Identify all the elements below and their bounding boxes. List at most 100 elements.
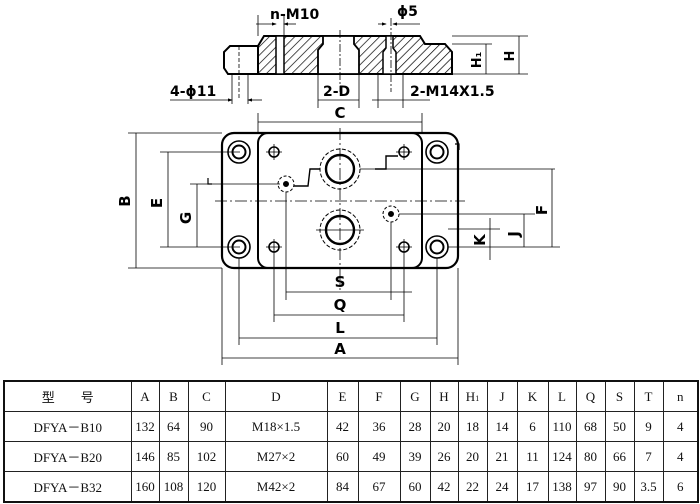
label-e: E bbox=[148, 198, 166, 208]
value-cell: M18×1.5 bbox=[224, 411, 328, 442]
label-2-d: 2-D bbox=[323, 84, 350, 100]
label-a: A bbox=[334, 340, 346, 358]
header-q: Q bbox=[575, 380, 606, 412]
header-s: S bbox=[604, 380, 635, 412]
label-phi5: ϕ5 bbox=[397, 4, 418, 20]
label-h: H bbox=[503, 51, 518, 62]
header-j: J bbox=[486, 380, 518, 412]
label-t: T bbox=[0, 0, 1, 1]
value-cell: 64 bbox=[158, 411, 189, 442]
value-cell: 146 bbox=[130, 441, 160, 472]
value-cell: 36 bbox=[357, 411, 401, 442]
value-cell: 66 bbox=[604, 441, 635, 472]
value-cell: 132 bbox=[130, 411, 160, 442]
label-g: G bbox=[177, 212, 195, 224]
model-cell: DFYA－B10 bbox=[3, 411, 132, 442]
section-bolt-hole bbox=[275, 35, 285, 75]
label-f: F bbox=[533, 205, 551, 215]
section-pin-hole bbox=[382, 35, 397, 75]
header-g: G bbox=[399, 380, 431, 412]
table-header-row: 型 号 A B C D E F G H H1 J K L Q S T n bbox=[3, 380, 699, 412]
value-cell: 17 bbox=[516, 471, 549, 503]
value-cell: 20 bbox=[429, 411, 459, 442]
value-cell: 110 bbox=[547, 411, 577, 442]
value-cell: 85 bbox=[158, 441, 189, 472]
header-l: L bbox=[547, 380, 577, 412]
value-cell: 14 bbox=[486, 411, 518, 442]
label-b: B bbox=[116, 195, 134, 206]
value-cell: 68 bbox=[575, 411, 606, 442]
value-cell: 11 bbox=[516, 441, 549, 472]
value-cell: 6 bbox=[516, 411, 549, 442]
header-model: 型 号 bbox=[3, 380, 132, 412]
header-k: K bbox=[516, 380, 549, 412]
value-cell: 9 bbox=[633, 411, 664, 442]
value-cell: 24 bbox=[486, 471, 518, 503]
value-cell: 49 bbox=[357, 441, 401, 472]
value-cell: 108 bbox=[158, 471, 189, 503]
model-cell: DFYA－B32 bbox=[3, 471, 132, 503]
header-h1-main: H bbox=[465, 388, 476, 404]
value-cell: 6 bbox=[662, 471, 699, 503]
value-cell: 90 bbox=[604, 471, 635, 503]
header-a: A bbox=[130, 380, 160, 412]
header-n: n bbox=[662, 380, 699, 412]
value-cell: 90 bbox=[187, 411, 226, 442]
value-cell: 124 bbox=[547, 441, 577, 472]
model-cell: DFYA－B20 bbox=[3, 441, 132, 472]
value-cell: M27×2 bbox=[224, 441, 328, 472]
header-c: C bbox=[187, 380, 226, 412]
valve-bolt-holes bbox=[266, 144, 412, 255]
header-t: T bbox=[633, 380, 664, 412]
label-4-phi11: 4-ϕ11 bbox=[170, 84, 216, 100]
label-2-m14: 2-M14X1.5 bbox=[410, 84, 495, 100]
value-cell: 7 bbox=[633, 441, 664, 472]
value-cell: 160 bbox=[130, 471, 160, 503]
value-cell: 42 bbox=[429, 471, 459, 503]
label-l: L bbox=[335, 319, 345, 337]
value-cell: 20 bbox=[457, 441, 488, 472]
header-h: H bbox=[429, 380, 459, 412]
value-cell: 138 bbox=[547, 471, 577, 503]
value-cell: 4 bbox=[662, 441, 699, 472]
value-cell: 26 bbox=[429, 441, 459, 472]
label-k: K bbox=[471, 233, 489, 246]
value-cell: 50 bbox=[604, 411, 635, 442]
spec-table: 型 号 A B C D E F G H H1 J K L Q S T n DFY… bbox=[3, 380, 699, 503]
technical-drawing: n-M10 ϕ5 4-ϕ11 2-D 2-M14X1.5 H₁ H bbox=[0, 0, 560, 365]
header-h1: H1 bbox=[457, 380, 488, 412]
label-n-m10: n-M10 bbox=[270, 7, 319, 23]
label-s: S bbox=[335, 273, 346, 291]
section-view bbox=[170, 15, 528, 108]
value-cell: 22 bbox=[457, 471, 488, 503]
value-cell: 102 bbox=[187, 441, 226, 472]
header-e: E bbox=[326, 380, 359, 412]
value-cell: 97 bbox=[575, 471, 606, 503]
value-cell: 60 bbox=[399, 471, 431, 503]
plan-view bbox=[128, 113, 560, 365]
label-c: C bbox=[334, 104, 345, 122]
value-cell: 3.5 bbox=[633, 471, 664, 503]
label-j: J bbox=[505, 231, 523, 238]
label-q: Q bbox=[334, 296, 347, 314]
header-b: B bbox=[158, 380, 189, 412]
section-left-nub bbox=[223, 45, 259, 75]
header-h1-sub: 1 bbox=[475, 393, 480, 403]
label-h1: H₁ bbox=[470, 52, 485, 69]
header-f: F bbox=[357, 380, 401, 412]
value-cell: 67 bbox=[357, 471, 401, 503]
value-cell: 18 bbox=[457, 411, 488, 442]
value-cell: 21 bbox=[486, 441, 518, 472]
corner-bolt-holes bbox=[227, 140, 449, 259]
value-cell: 60 bbox=[326, 441, 359, 472]
value-cell: M42×2 bbox=[224, 471, 328, 503]
value-cell: 39 bbox=[399, 441, 431, 472]
value-cell: 28 bbox=[399, 411, 431, 442]
section-port-d bbox=[317, 35, 360, 75]
value-cell: 4 bbox=[662, 411, 699, 442]
value-cell: 120 bbox=[187, 471, 226, 503]
value-cell: 80 bbox=[575, 441, 606, 472]
